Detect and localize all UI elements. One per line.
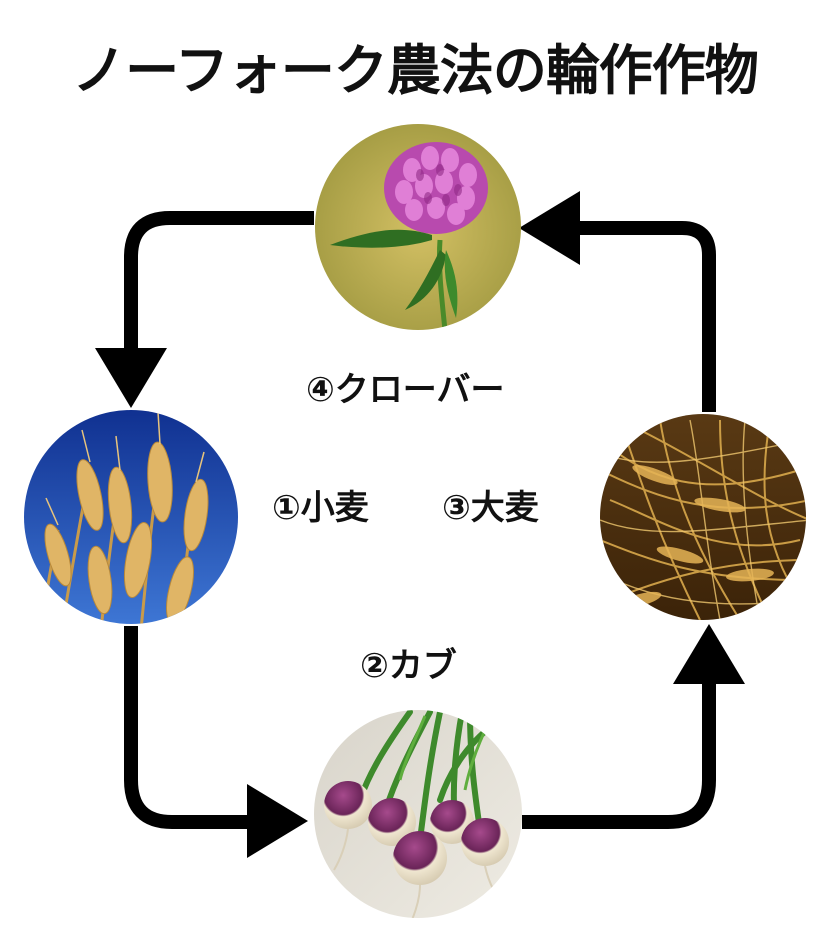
arrow-barley-to-clover-line [575, 221, 716, 412]
crop-label-barley: ③大麦 [442, 488, 539, 528]
diagram-title: ノーフォーク農法の輪作作物 [72, 39, 759, 102]
arrowhead-right-icon [247, 784, 308, 858]
arrow-heads [95, 191, 745, 858]
crop-label-turnip: ②カブ [360, 646, 457, 686]
arrowhead-left-icon [519, 191, 580, 265]
wheat-image [24, 410, 238, 624]
arrow-wheat-to-turnip-line [124, 626, 255, 829]
clover-image [315, 124, 521, 330]
crop-label-wheat: ①小麦 [272, 488, 369, 528]
rotation-arrows [124, 211, 716, 829]
arrow-turnip-to-barley-line [522, 680, 716, 829]
barley-image [600, 414, 806, 620]
arrow-clover-to-wheat-line [124, 211, 314, 355]
arrowhead-down-icon [95, 348, 167, 408]
turnip-image [314, 710, 522, 918]
crop-label-clover: ④クローバー [306, 370, 505, 410]
arrowhead-up-icon [673, 624, 745, 684]
